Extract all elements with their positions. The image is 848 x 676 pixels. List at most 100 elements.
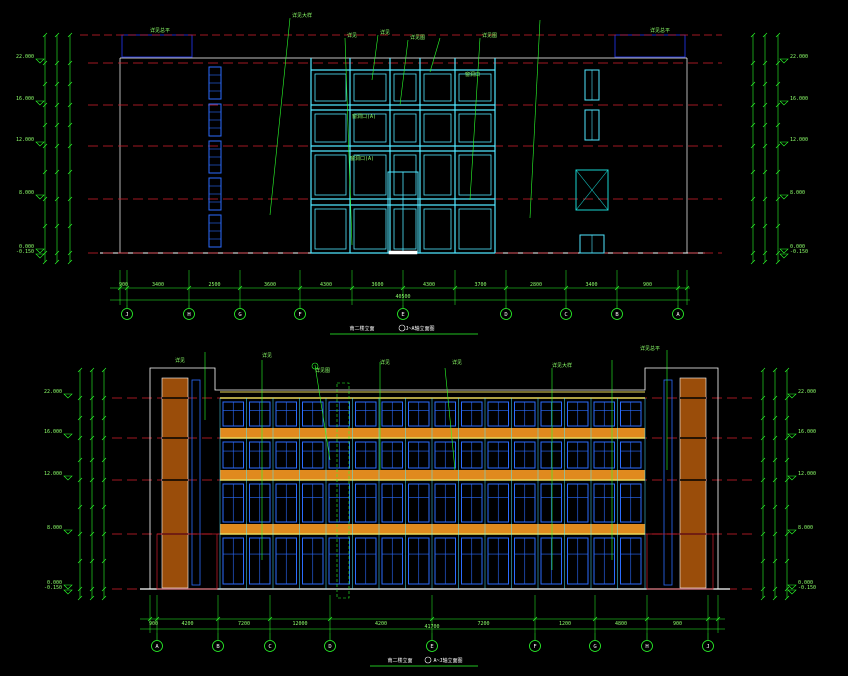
upper-span-1: 3400 [152, 282, 164, 288]
upper-window-tag-0: 窗洞口 [465, 71, 480, 78]
upper-callout-2: 详见 [380, 29, 390, 36]
lower-axis-bubble-8-circle [702, 640, 714, 652]
upper-level-label-right-1-triangle [779, 100, 789, 106]
upper-right-tick [762, 196, 768, 202]
upper-parapet-left [121, 34, 193, 58]
upper-axis-bubble-7-circle [611, 308, 623, 320]
upper-curtain-pane [393, 73, 417, 102]
lower-level-label-left-4: 0.000 [47, 580, 62, 586]
upper-level-label-right-0: 22.000 [790, 54, 808, 60]
lower-level-label-right-0-triangle [787, 393, 797, 399]
upper-callout-0: 详见大样 [292, 12, 312, 19]
upper-axis-bubble-8-circle [672, 308, 684, 320]
lower-spandrel-band-0 [220, 428, 645, 438]
lower-span-1: 4200 [181, 621, 193, 627]
lower-right-tick [784, 457, 790, 463]
lower-span-2: 7200 [238, 621, 250, 627]
upper-right-tick [775, 60, 781, 66]
lower-left-tick [101, 435, 107, 441]
lower-left-tick [77, 477, 83, 483]
lower-callout-0: 详见 [175, 357, 185, 364]
upper-left-tick [54, 223, 60, 229]
lower-span-7: 4800 [615, 621, 627, 627]
lower-span-0: 900 [149, 621, 158, 627]
upper-curtain-pane [314, 73, 347, 102]
upper-left-tick [54, 122, 60, 128]
lower-span-5: 7200 [477, 621, 489, 627]
upper-left-tick [54, 60, 60, 66]
upper-left-tick [67, 122, 73, 128]
lower-level-label-right-2: 12.000 [798, 471, 816, 477]
lower-left-tower-window [191, 379, 201, 586]
upper-level-label-right-0-triangle [779, 58, 789, 64]
upper-level-label-left-3: 8.000 [19, 190, 34, 196]
lower-right-tick [760, 586, 766, 592]
lower-left-tick [89, 595, 95, 601]
upper-axis-bubble-5: D [504, 312, 507, 318]
upper-left-tick [67, 196, 73, 202]
lower-axis-bubble-8: J [706, 644, 709, 650]
upper-subtitle: J~A轴立面图 [405, 325, 434, 332]
lower-axis-bubble-1: B [216, 644, 220, 650]
lower-right-tick [784, 595, 790, 601]
upper-axis-bubble-0: J [125, 312, 128, 318]
lower-left-tick [101, 595, 107, 601]
lower-level-label-right-1: 16.000 [798, 429, 816, 435]
lower-left-tick [77, 457, 83, 463]
lower-left-tick [89, 477, 95, 483]
lower-left-tick [77, 435, 83, 441]
upper-level-label-right-4: 0.000 [790, 244, 805, 250]
lower-span-8: 900 [673, 621, 682, 627]
upper-left-tick [54, 250, 60, 256]
upper-left-tick [67, 143, 73, 149]
lower-right-tick [760, 477, 766, 483]
upper-axis-bubble-4-circle [397, 308, 409, 320]
lower-level-label-right-4: 0.000 [798, 580, 813, 586]
upper-span-2: 2500 [208, 282, 220, 288]
upper-curtain-pane [423, 154, 452, 196]
lower-building-outline [149, 367, 719, 589]
upper-span-4: 4300 [320, 282, 332, 288]
upper-right-tick [762, 143, 768, 149]
lower-callout-marker [311, 362, 319, 370]
upper-right-tick [775, 143, 781, 149]
upper-level-label-right-2: 12.000 [790, 137, 808, 143]
upper-curtain-pane [393, 113, 417, 143]
upper-left-tick [54, 169, 60, 175]
lower-span-4: 4200 [375, 621, 387, 627]
lower-left-tick [101, 477, 107, 483]
lower-callout-1: 详见 [262, 352, 272, 359]
upper-axis-bubble-6: C [564, 312, 567, 318]
upper-axis-bubble-1: H [187, 312, 190, 318]
upper-level-label-right-1: 16.000 [790, 96, 808, 102]
upper-curtain-pane [353, 208, 387, 250]
lower-leader-4 [444, 367, 456, 471]
upper-left-tick [42, 143, 48, 149]
upper-window-tag-1: 窗洞口(A) [352, 113, 376, 120]
lower-axis-bubble-4: E [430, 644, 433, 650]
upper-right-tick [775, 122, 781, 128]
lower-level-label-left-0: 22.000 [44, 389, 62, 395]
upper-span-7: 3700 [474, 282, 486, 288]
upper-total-dim: 40500 [395, 294, 410, 300]
lower-spandrel-band-1 [220, 470, 645, 480]
lower-span-6: 1200 [559, 621, 571, 627]
upper-left-tick [42, 60, 48, 66]
upper-level-label-left-3-triangle [35, 194, 45, 200]
upper-curtain-pane [314, 113, 347, 143]
lower-left-tick [101, 367, 107, 373]
lower-right-tick [760, 457, 766, 463]
lower-left-tick [77, 586, 83, 592]
lower-title: 南二楼立面 [387, 657, 412, 664]
lower-right-tick [784, 586, 790, 592]
upper-level-label-right-4-triangle [779, 248, 789, 254]
lower-level-label-left-3: 8.000 [47, 525, 62, 531]
upper-right-tick [775, 81, 781, 87]
upper-curtain-pane [458, 154, 492, 196]
lower-left-tick [101, 395, 107, 401]
upper-title: 南二楼立面 [349, 325, 374, 332]
upper-curtain-pane [458, 73, 492, 102]
lower-level-label-right-3-triangle [787, 529, 797, 535]
upper-curtain-pane [423, 208, 452, 250]
